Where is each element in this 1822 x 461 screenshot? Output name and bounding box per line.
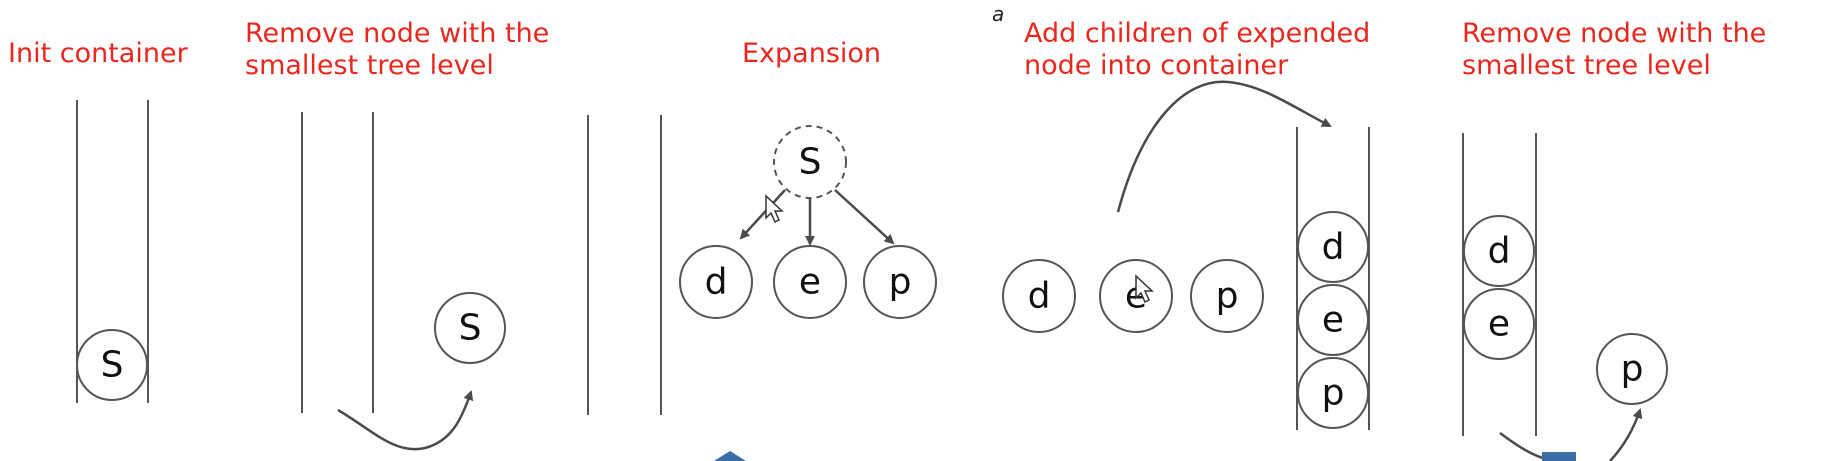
remove-arrow-2-head xyxy=(1609,408,1643,461)
node-p-label: p xyxy=(1621,349,1644,390)
node-e-label: e xyxy=(799,262,821,303)
stack-node-e: e xyxy=(1297,284,1369,356)
remaining-node-d: d xyxy=(1463,215,1535,287)
stack-node-p: p xyxy=(1297,357,1369,429)
node-s-removed: S xyxy=(434,292,506,364)
panel-3-container xyxy=(587,115,662,415)
node-p-child: p xyxy=(863,245,937,319)
panel-4-title: Add children of expended node into conta… xyxy=(1024,18,1371,81)
cursor-icon xyxy=(1135,274,1154,304)
panel-1-container xyxy=(76,100,149,403)
node-e-child: e xyxy=(773,245,847,319)
node-e-label: e xyxy=(1322,300,1344,341)
node-s-label: S xyxy=(799,142,822,183)
node-p-label: p xyxy=(1322,373,1345,414)
node-p-label: p xyxy=(889,262,912,303)
node-s-label: S xyxy=(101,345,124,386)
panel-1-title: Init container xyxy=(8,38,188,69)
node-e-label: e xyxy=(1488,304,1510,345)
stack-node-d: d xyxy=(1297,211,1369,283)
remove-arrow-1 xyxy=(337,390,474,451)
panel-2-title: Remove node with the smallest tree level xyxy=(245,18,550,81)
panel-2-container xyxy=(301,112,374,413)
removed-node-p: p xyxy=(1596,333,1668,405)
blue-shape-fragment xyxy=(714,451,746,461)
cursor-icon xyxy=(765,194,784,224)
node-p-label: p xyxy=(1216,276,1239,317)
node-d-label: d xyxy=(1488,231,1511,272)
node-d-label: d xyxy=(1322,227,1345,268)
letter-mark: a xyxy=(992,2,1005,26)
remaining-node-e: e xyxy=(1463,288,1535,360)
loose-node-d: d xyxy=(1002,259,1076,333)
loose-node-p: p xyxy=(1190,259,1264,333)
edge-s-d xyxy=(739,189,786,240)
node-d-child: d xyxy=(679,245,753,319)
blue-shape-fragment xyxy=(1542,452,1576,461)
node-d-label: d xyxy=(1028,276,1051,317)
node-s-expanded: S xyxy=(773,125,847,199)
add-children-arrow xyxy=(1116,80,1332,213)
panel-4-container xyxy=(1296,127,1370,430)
panel-3-title: Expansion xyxy=(742,38,882,69)
edge-s-p xyxy=(834,189,895,245)
node-d-label: d xyxy=(705,262,728,303)
node-s-label: S xyxy=(459,308,482,349)
panel-5-title: Remove node with the smallest tree level xyxy=(1462,18,1767,81)
panel-5-container xyxy=(1462,133,1537,436)
node-s-in-container: S xyxy=(76,329,148,401)
